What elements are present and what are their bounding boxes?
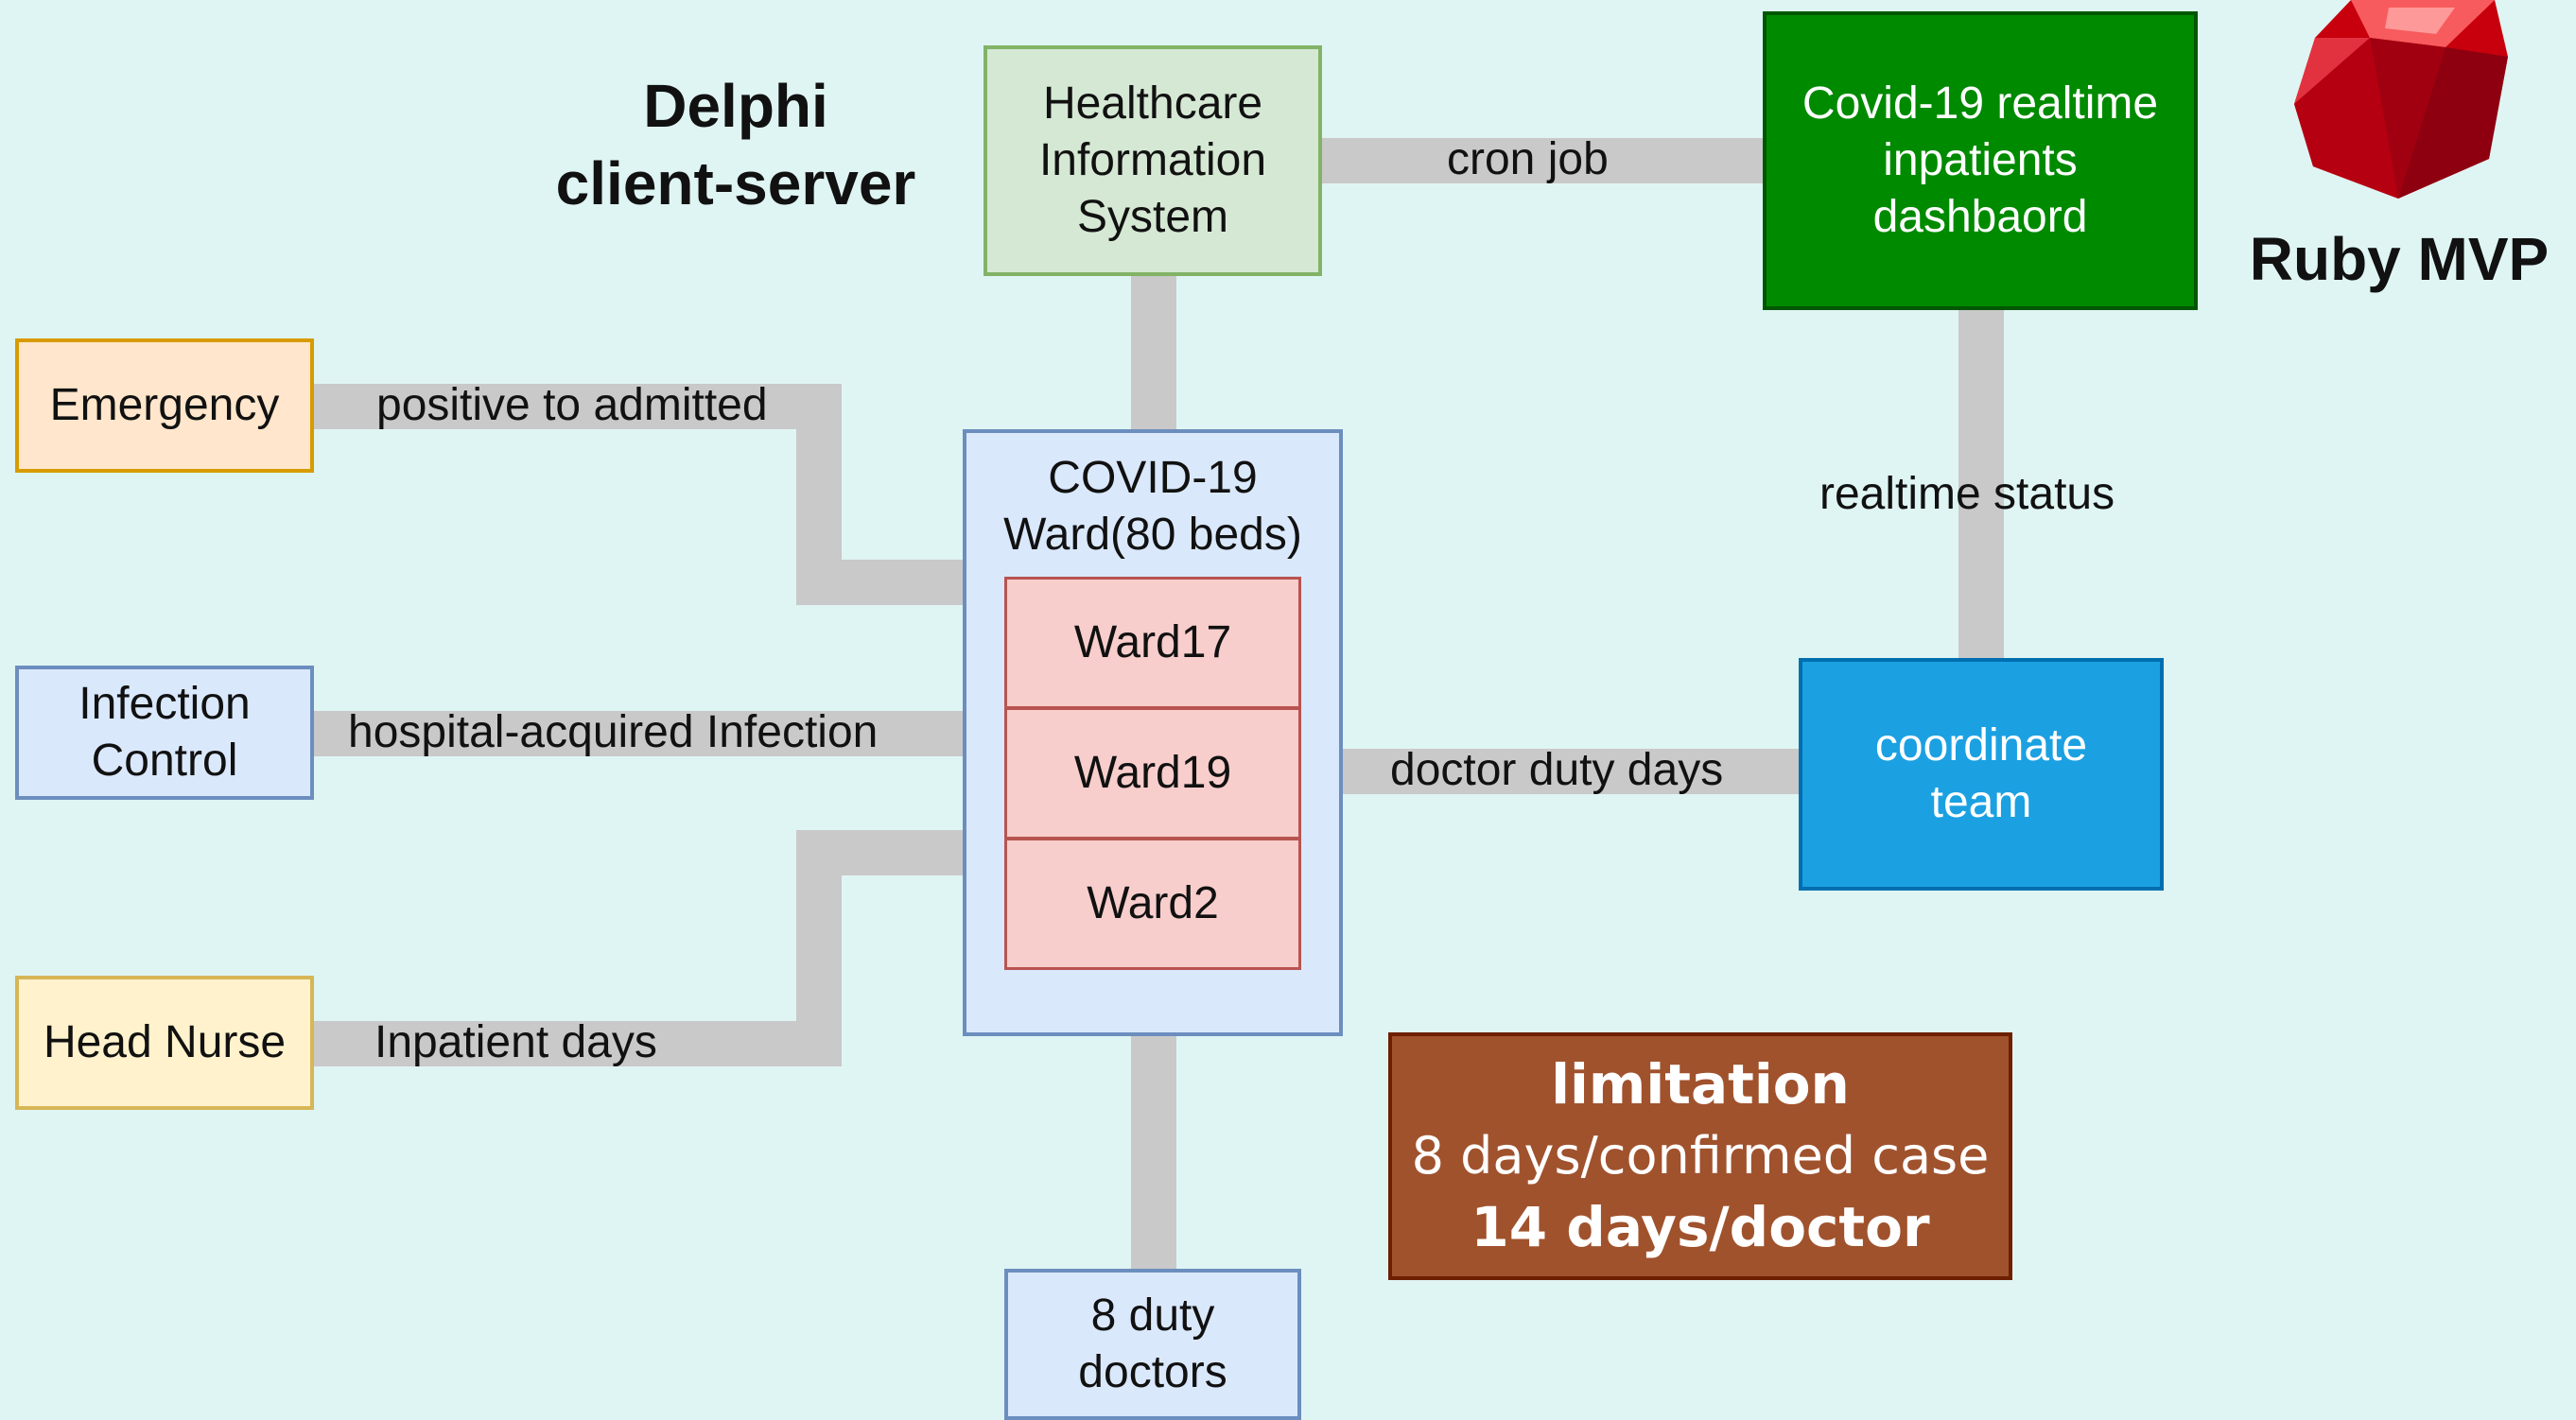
ruby-gem-icon [2294,0,2508,199]
edge-label-positive-to-admitted: positive to admitted [376,380,768,430]
node-head-nurse: Head Nurse [15,976,314,1110]
limitation-title: limitation [1551,1051,1850,1117]
connector-dashboard-team [1958,308,2004,660]
ruby-title: Ruby MVP [2249,225,2550,293]
connector-ward-team [1341,749,1802,794]
node-duty-doctors: 8 duty doctors [1004,1269,1301,1420]
node-coordinate-team: coordinate team [1799,658,2164,891]
connector-nurse-h [312,1021,842,1066]
node-dashboard-label: Covid-19 realtime inpatients dashbaord [1801,78,2159,242]
limitation-line-2: 14 days/doctor [1471,1194,1930,1259]
ward-item-ward19: Ward19 [1004,707,1301,840]
ward-label: Ward19 [1073,748,1232,798]
connector-ward-doctors [1131,1034,1176,1271]
node-healthcare-information-system: Healthcare Information System [983,45,1322,276]
edge-label-hospital-acquired: hospital-acquired Infection [348,707,879,757]
ward-label: Ward17 [1073,617,1232,667]
node-duty-doctors-label: 8 duty doctors [1078,1290,1227,1397]
connector-his-dashboard [1320,138,1765,183]
node-head-nurse-label: Head Nurse [43,1017,287,1067]
ward-item-ward17: Ward17 [1004,577,1301,709]
node-emergency-label: Emergency [49,380,280,430]
node-infection-control-label: Infection Control [78,679,251,786]
limitation-line-1: 8 days/confirmed case [1411,1126,1990,1186]
node-covid-dashboard: Covid-19 realtime inpatients dashbaord [1763,11,2198,310]
edge-label-realtime-status: realtime status [1819,469,2115,519]
connector-emergency-h [312,384,842,429]
edge-label-inpatient-days: Inpatient days [374,1017,657,1067]
connector-nurse-h2 [796,830,966,875]
edge-label-cron-job: cron job [1447,134,1609,184]
ward-item-ward2: Ward2 [1004,838,1301,970]
connector-his-ward [1131,274,1176,433]
node-his-label: Healthcare Information System [1038,78,1267,242]
limitation-callout: limitation 8 days/confirmed case 14 days… [1388,1032,2012,1280]
node-ward-group-label: COVID-19 Ward(80 beds) [1003,453,1302,560]
ward-label: Ward2 [1087,878,1219,928]
node-coordinate-team-label: coordinate team [1874,720,2088,827]
edge-label-doctor-duty-days: doctor duty days [1390,745,1724,795]
connector-infection [312,711,966,756]
node-infection-control: Infection Control [15,666,314,800]
delphi-title: Delphi client-server [555,72,916,217]
node-emergency: Emergency [15,338,314,473]
connector-emergency-h2 [796,560,966,605]
